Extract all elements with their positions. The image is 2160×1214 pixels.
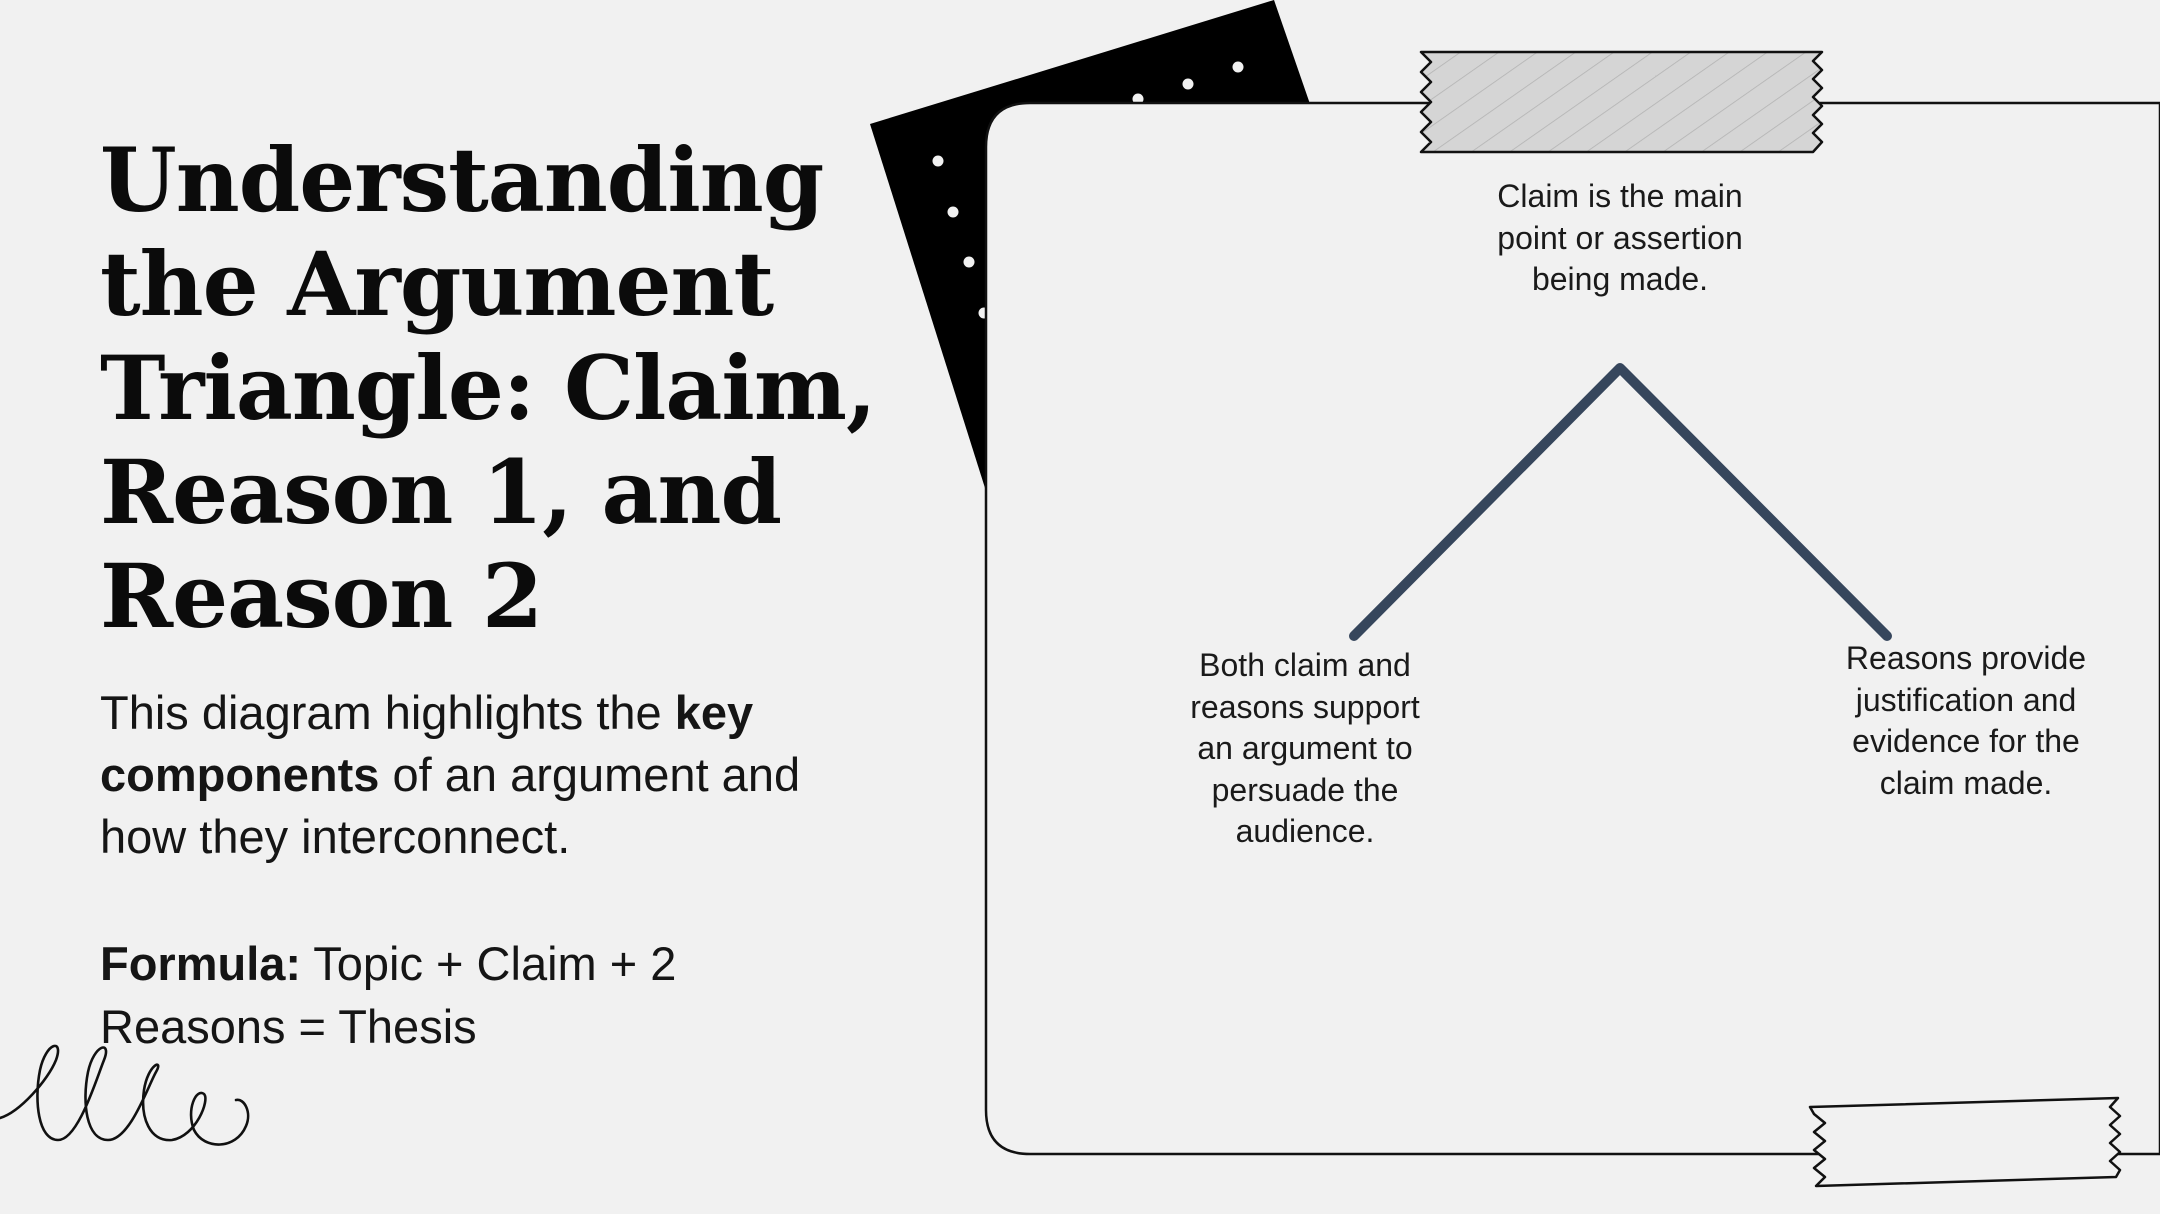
description-text: This diagram highlights the key componen… — [100, 682, 860, 868]
tape-strip-icon — [1419, 50, 1824, 154]
left-node-text: Both claim and reasons support an argume… — [1190, 647, 1420, 849]
squiggle-doodle-icon — [0, 1044, 250, 1146]
tape-strip-icon-bottom — [1808, 1096, 2122, 1188]
right-node-text: Reasons provide justification and eviden… — [1845, 640, 2087, 801]
claim-node-text: Claim is the main point or assertion bei… — [1497, 178, 1743, 297]
formula-body: Topic + Claim + 2 Reasons = Thesis — [100, 937, 677, 1053]
description-suffix: of an argument and how they interconnect… — [100, 748, 801, 863]
diagram-panel — [984, 101, 2160, 1156]
argument-triangle — [1349, 363, 1892, 641]
formula-text: Formula: Topic + Claim + 2 Reasons = The… — [100, 932, 760, 1058]
formula-label: Formula: — [100, 937, 302, 990]
description-prefix: This diagram highlights the — [100, 686, 675, 739]
page-title: Understanding the Argument Triangle: Cla… — [100, 128, 877, 648]
description-emphasis: key components — [100, 686, 754, 801]
